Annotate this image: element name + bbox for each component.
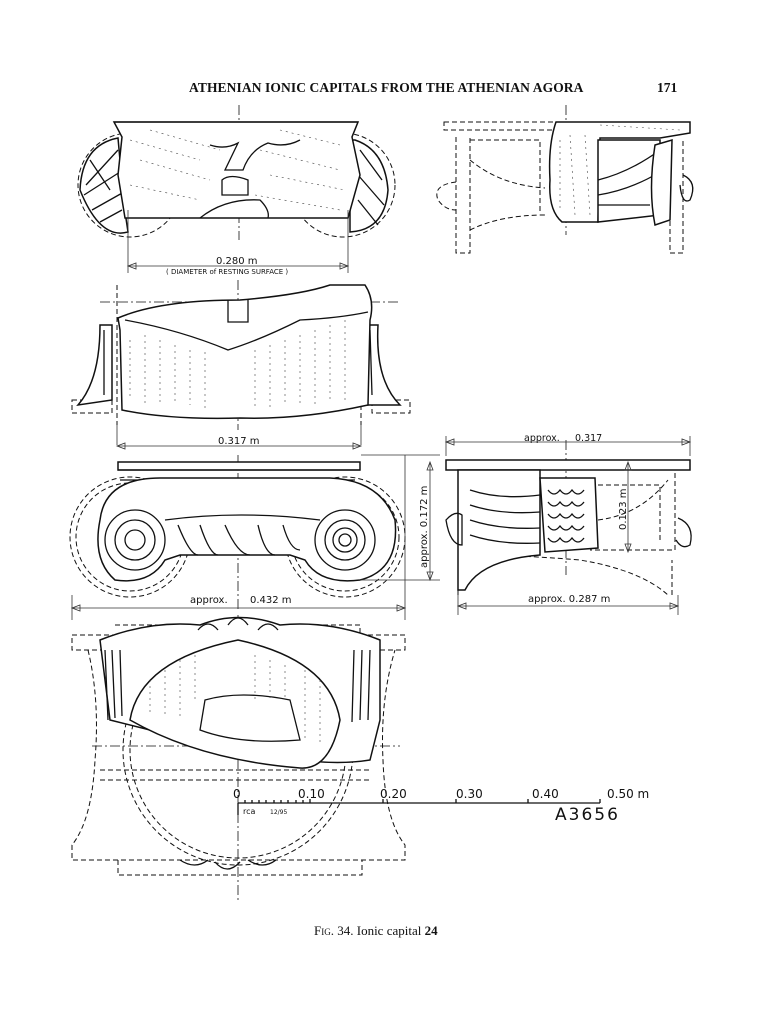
running-head-title: ATHENIAN IONIC CAPITALS FROM THE ATHENIA… xyxy=(189,80,584,95)
top-view-dimension-label: 0.280 m xyxy=(216,256,258,267)
side-view-approx-label: approx. xyxy=(524,433,560,444)
side-view-width-label: 0.317 xyxy=(575,433,602,444)
page-number: 171 xyxy=(657,80,678,95)
scale-tick-0: 0 xyxy=(233,787,241,801)
draftsman-initials: rca xyxy=(243,807,256,816)
figure-caption: Fig. 34. Ionic capital 24 xyxy=(314,923,438,939)
scale-tick-0-20: 0.20 xyxy=(380,787,407,801)
side-view-depth-label: approx. 0.287 m xyxy=(528,594,610,605)
side-view-drawing xyxy=(444,436,692,615)
side-view-height-label: 0.123 m xyxy=(618,488,629,530)
caption-number: 24 xyxy=(424,923,438,938)
front-view-drawing xyxy=(69,454,440,620)
front-view-height-label: approx. 0.172 m xyxy=(419,486,430,568)
scale-bar xyxy=(237,799,601,815)
caption-text: Ionic capital xyxy=(356,923,422,938)
side-section-drawing xyxy=(436,105,694,254)
inventory-number: A3656 xyxy=(555,805,620,825)
front-view-approx-label: approx. xyxy=(190,595,228,606)
top-view-drawing xyxy=(77,105,396,273)
drawing-date: 12/95 xyxy=(270,809,287,816)
bottom-view-drawing xyxy=(71,615,406,900)
rear-view-drawing xyxy=(71,280,411,450)
rear-view-dimension-label: 0.317 m xyxy=(218,436,260,447)
scale-tick-0-10: 0.10 xyxy=(298,787,325,801)
scale-tick-0-30: 0.30 xyxy=(456,787,483,801)
front-view-width-label: 0.432 m xyxy=(250,595,292,606)
caption-prefix: Fig. 34. xyxy=(314,923,354,938)
scale-tick-0-50: 0.50 m xyxy=(607,787,649,801)
top-view-dimension-sublabel: ( DIAMETER of RESTING SURFACE ) xyxy=(166,268,288,276)
scale-tick-0-40: 0.40 xyxy=(532,787,559,801)
